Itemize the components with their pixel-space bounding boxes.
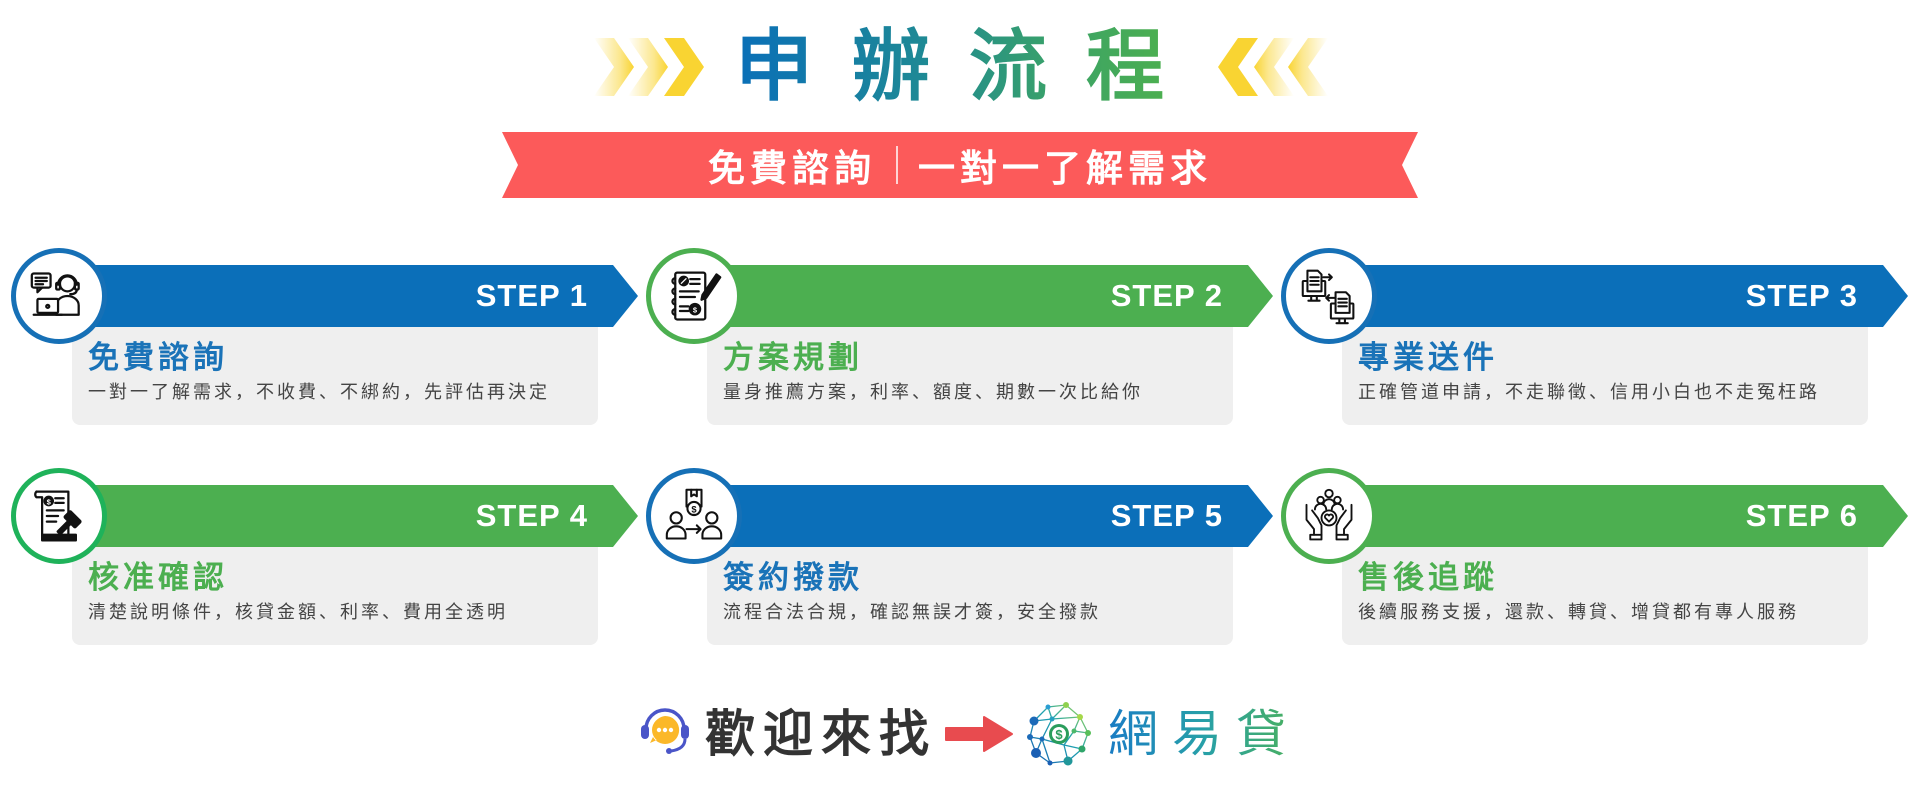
step-card: 售後追蹤 後續服務支援，還款、轉貸、增貸都有專人服務 (1342, 547, 1868, 645)
step-description: 量身推薦方案，利率、額度、期數一次比給你 (723, 382, 1143, 403)
step-title: 簽約撥款 (723, 560, 863, 596)
chevrons-left-icon (1218, 38, 1328, 96)
step-icon-circle (1281, 468, 1377, 564)
step-1: STEP 1 免費諮詢 一對一了解需求，不收費、不綁約，先評估再決定 (0, 248, 640, 428)
step-2: $ STEP 2 方案規劃 量身推薦方案，利率、額度、期數一次比給你 (635, 248, 1275, 428)
title-char: 程 (1086, 22, 1165, 112)
step-ribbon: STEP 1 (60, 265, 638, 327)
step-5: $ STEP 5 簽約撥款 流程合法合規，確認無誤才簽，安全撥款 (635, 468, 1275, 648)
svg-text:$: $ (693, 305, 698, 314)
step-icon-circle: $ (11, 468, 107, 564)
globe-network-logo: $ (1027, 702, 1091, 766)
step-4: $ STEP 4 核准確認 清楚說明條件，核貸金額、利率、費用全透明 (0, 468, 640, 648)
page-title: 申 辦 流 程 (735, 22, 1164, 112)
step-description: 一對一了解需求，不收費、不綁約，先評估再決定 (88, 382, 550, 403)
step-title: 核准確認 (88, 560, 228, 596)
brand-name: 網易貸 (1108, 705, 1300, 763)
step-icon-circle (11, 248, 107, 344)
approval-gavel-icon: $ (34, 490, 82, 542)
banner-right-text: 一對一了解需求 (918, 147, 1212, 190)
step-description: 流程合法合規，確認無誤才簽，安全撥款 (723, 602, 1101, 623)
svg-text:$: $ (1055, 727, 1063, 742)
step-6: STEP 6 售後追蹤 後續服務支援，還款、轉貸、增貸都有專人服務 (1270, 468, 1910, 648)
customer-service-icon (30, 272, 80, 316)
welcome-text: 歡迎來找 (705, 705, 937, 763)
step-description: 正確管道申請，不走聯徵、信用小白也不走冤枉路 (1358, 382, 1820, 403)
step-ribbon: STEP 4 (60, 485, 638, 547)
svg-text:$: $ (47, 497, 52, 506)
step-description: 後續服務支援，還款、轉貸、增貸都有專人服務 (1358, 602, 1799, 623)
step-card: 專業送件 正確管道申請，不走聯徵、信用小白也不走冤枉路 (1342, 327, 1868, 425)
svg-text:$: $ (691, 504, 697, 514)
care-hands-icon (1305, 488, 1353, 541)
step-icon-circle: $ (646, 468, 742, 564)
chevrons-right-icon (594, 38, 704, 96)
step-label: STEP 4 (475, 498, 588, 533)
step-label: STEP 1 (475, 278, 588, 313)
step-ribbon: STEP 6 (1330, 485, 1908, 547)
title-char: 辦 (852, 22, 931, 112)
money-transfer-icon: $ (665, 488, 723, 540)
step-label: STEP 3 (1745, 278, 1858, 313)
step-ribbon: STEP 3 (1330, 265, 1908, 327)
step-card: 核准確認 清楚說明條件，核貸金額、利率、費用全透明 (72, 547, 598, 645)
title-char: 流 (969, 22, 1048, 112)
step-description: 清楚說明條件，核貸金額、利率、費用全透明 (88, 602, 508, 623)
step-title: 免費諮詢 (88, 340, 228, 376)
step-ribbon: STEP 5 (695, 485, 1273, 547)
step-card: 免費諮詢 一對一了解需求，不收費、不綁約，先評估再決定 (72, 327, 598, 425)
title-char: 申 (735, 22, 814, 112)
step-title: 售後追蹤 (1358, 560, 1498, 596)
step-title: 方案規劃 (723, 340, 863, 376)
step-label: STEP 2 (1110, 278, 1223, 313)
plan-checklist-icon: $ (671, 271, 722, 321)
step-card: 簽約撥款 流程合法合規，確認無誤才簽，安全撥款 (707, 547, 1233, 645)
headset-chat-icon (641, 708, 689, 754)
step-ribbon: STEP 2 (695, 265, 1273, 327)
arrow-right-icon (945, 716, 1013, 752)
step-icon-circle: $ (646, 248, 742, 344)
document-transfer-icon (1301, 269, 1355, 325)
step-title: 專業送件 (1358, 340, 1498, 376)
step-label: STEP 5 (1110, 498, 1223, 533)
banner-left-text: 免費諮詢 (708, 147, 876, 190)
banner-divider (896, 146, 898, 184)
step-label: STEP 6 (1745, 498, 1858, 533)
step-icon-circle (1281, 248, 1377, 344)
subtitle-banner: 免費諮詢 一對一了解需求 (502, 132, 1418, 198)
step-card: 方案規劃 量身推薦方案，利率、額度、期數一次比給你 (707, 327, 1233, 425)
step-3: STEP 3 專業送件 正確管道申請，不走聯徵、信用小白也不走冤枉路 (1270, 248, 1910, 428)
